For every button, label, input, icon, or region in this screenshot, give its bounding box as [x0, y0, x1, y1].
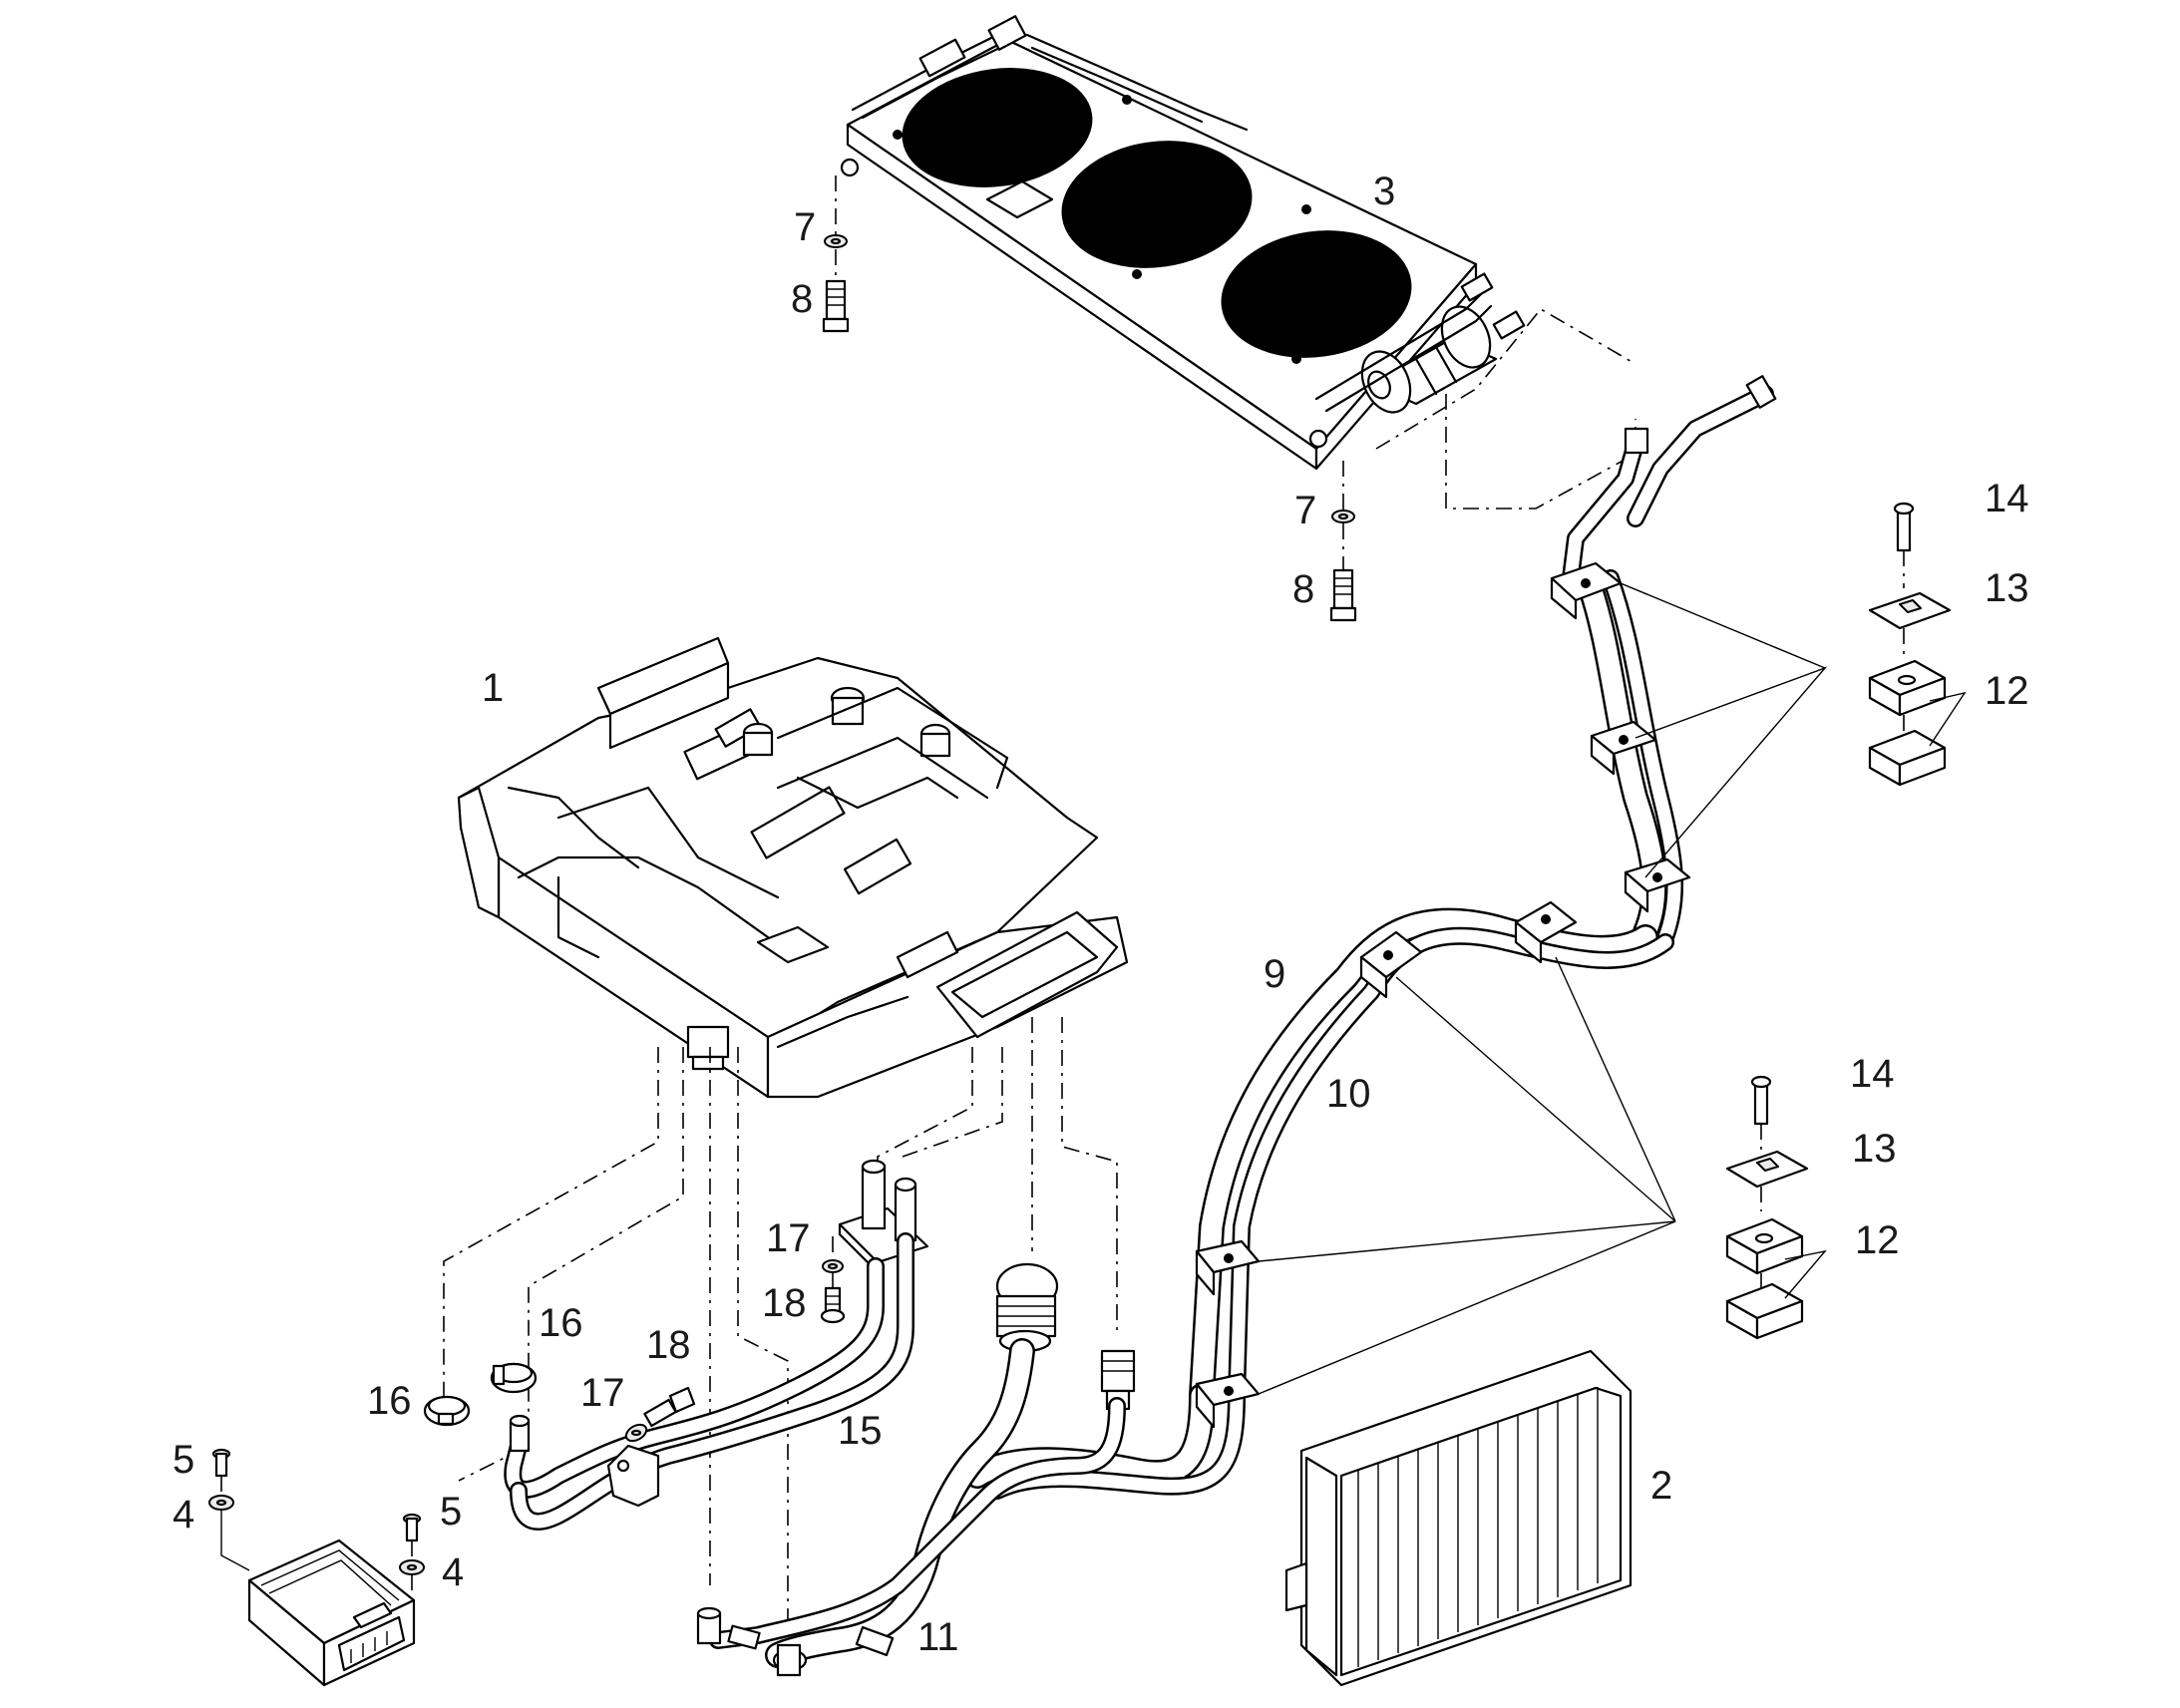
callout-1: 1: [482, 666, 504, 710]
pipe-15: [504, 1159, 929, 1531]
callout-13-lower: 13: [1852, 1127, 1897, 1171]
callout-17-upper: 17: [766, 1216, 811, 1260]
bolt-5-lower: [402, 1513, 422, 1542]
heater-core-fins: [1357, 1387, 1599, 1667]
callout-18-upper: 18: [762, 1281, 807, 1325]
callout-16-left: 16: [367, 1379, 412, 1423]
callout-17-lower: 17: [580, 1371, 625, 1415]
clamp: [1514, 900, 1578, 964]
bolt-18-upper: [820, 1286, 846, 1324]
callout-10: 10: [1326, 1072, 1371, 1116]
condenser-fan-unit: [840, 15, 1526, 471]
callout-12-upper: 12: [1985, 669, 2029, 713]
clamp: [1590, 720, 1657, 776]
washer-17-lower: [624, 1423, 648, 1443]
clamp: [1624, 857, 1691, 913]
callout-9: 9: [1264, 952, 1285, 996]
callout-12-lower: 12: [1855, 1218, 1900, 1262]
washer-4-lower: [399, 1559, 425, 1575]
callout-11: 11: [917, 1615, 959, 1659]
clamp-kit-upper: [1868, 502, 1967, 787]
callout-16-right: 16: [539, 1301, 583, 1345]
callout-4-left: 4: [173, 1493, 194, 1537]
clamp-kit-lower: [1725, 1075, 1827, 1340]
callout-3: 3: [1373, 170, 1395, 213]
callout-14-lower: 14: [1850, 1052, 1895, 1096]
callout-18-lower: 18: [646, 1323, 691, 1367]
bolt-8-upper: [822, 279, 850, 333]
clamp: [1359, 930, 1423, 999]
hose-clamp-16-right: [490, 1362, 538, 1394]
hose-clamp-16-left: [423, 1395, 471, 1427]
callout-7-lower: 7: [1294, 489, 1316, 532]
pipe-11-hose: [696, 1262, 1136, 1677]
callout-5-left: 5: [173, 1438, 194, 1482]
callout-8-upper: 8: [791, 277, 813, 321]
callout-5-right: 5: [440, 1490, 462, 1534]
washer-7-upper: [824, 234, 848, 248]
callout-7-upper: 7: [794, 205, 816, 249]
callout-15: 15: [838, 1409, 883, 1453]
clamp: [1195, 1372, 1261, 1429]
callout-labels: 1 2 3 4 4 5 5 7 7 8 8 9 10 11 12 12 13 1…: [173, 170, 2029, 1659]
clamp: [1195, 1239, 1261, 1296]
bolt-18-lower: [643, 1386, 696, 1428]
bolt-5-upper: [211, 1448, 231, 1478]
washer-4-upper: [208, 1495, 234, 1511]
callout-8-lower: 8: [1292, 567, 1314, 611]
washer-7-lower: [1331, 510, 1355, 523]
control-module: [247, 1538, 416, 1687]
washer-17-upper: [822, 1259, 844, 1273]
callout-2: 2: [1650, 1464, 1672, 1508]
bolt-8-lower: [1329, 568, 1357, 622]
callout-13-upper: 13: [1985, 566, 2029, 610]
heater-core: [1284, 1349, 1633, 1687]
hvac-housing-unit: [457, 636, 1129, 1099]
callout-14-upper: 14: [1985, 477, 2029, 520]
callout-4-right: 4: [442, 1550, 464, 1594]
